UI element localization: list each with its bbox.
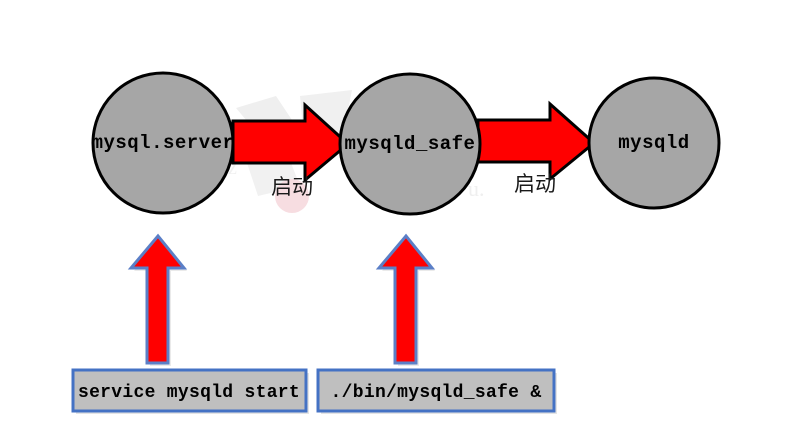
arrow-cmd1-up xyxy=(127,233,188,365)
node-mysqld[interactable] xyxy=(587,76,721,210)
box-service-mysqld-start[interactable] xyxy=(71,368,308,413)
node-mysqld-safe-label: mysqld_safe xyxy=(345,133,476,155)
arrow-safe-to-mysqld-label: 启动 xyxy=(514,172,556,196)
box-bin-mysqld-safe[interactable] xyxy=(316,368,556,413)
arrow-cmd2-up xyxy=(375,233,436,365)
box-service-mysqld-start-label: service mysqld start xyxy=(78,383,300,403)
node-mysql-server-label: mysql.server xyxy=(92,132,235,154)
arrow-server-to-safe xyxy=(231,101,351,184)
box-bin-mysqld-safe-label: ./bin/mysqld_safe & xyxy=(331,383,542,403)
node-mysql-server[interactable] xyxy=(91,71,235,215)
node-mysqld-label: mysqld xyxy=(618,132,689,154)
node-mysqld-safe[interactable] xyxy=(338,72,482,216)
arrow-safe-to-mysqld xyxy=(476,100,597,183)
arrow-server-to-safe-label: 启动 xyxy=(271,175,313,199)
